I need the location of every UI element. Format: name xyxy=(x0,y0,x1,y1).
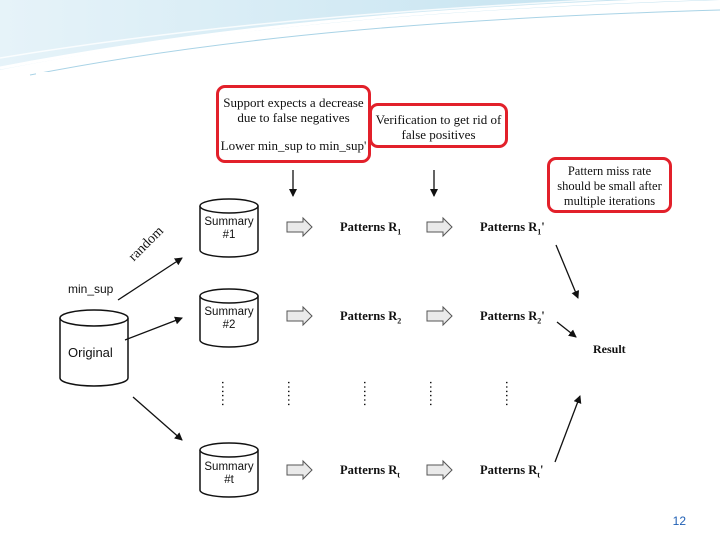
patterns-r2-sub: 2 xyxy=(397,316,402,326)
slide-number: 12 xyxy=(672,514,686,528)
min-sup-label: min_sup xyxy=(68,282,114,296)
arrow-original-to-summary-t xyxy=(132,396,183,441)
ellipsis-arrows-2: …… xyxy=(427,380,443,406)
summary-2-line-1: Summary xyxy=(204,306,254,318)
patterns-r1-label: Patterns R1 xyxy=(340,220,401,237)
verification-callout-line-2: false positives xyxy=(401,127,476,142)
patterns-r2-text: Patterns R xyxy=(340,309,398,323)
summary-cylinder-2 xyxy=(199,288,259,348)
patterns-r2-verified-label: Patterns R2' xyxy=(480,309,545,326)
original-cylinder xyxy=(59,309,129,387)
patterns-rt-sub: t xyxy=(397,470,400,480)
summary-1-label: Summary #1 xyxy=(200,216,258,242)
patterns-r2-label: Patterns R2 xyxy=(340,309,401,326)
patterns-r1-text: Patterns R xyxy=(340,220,398,234)
patterns-r1-sub: 1 xyxy=(397,227,402,237)
block-arrow-patterns2-to-verified xyxy=(426,305,453,327)
summary-cylinder-t xyxy=(199,442,259,498)
ellipsis-verified: …… xyxy=(503,380,519,406)
miss-rate-callout-line-1: Pattern miss rate xyxy=(567,164,652,178)
summary-t-label: Summary #t xyxy=(200,461,258,487)
summary-2-line-2: #2 xyxy=(222,319,236,331)
patterns-rt-verified-prime: ' xyxy=(539,463,544,477)
block-arrow-patterns1-to-verified xyxy=(426,216,453,238)
arrow-original-to-summary-1 xyxy=(117,257,183,301)
summary-1-line-1: Summary xyxy=(204,216,254,228)
summary-2-label: Summary #2 xyxy=(200,306,258,332)
support-callout-line-1: Support expects a decrease xyxy=(223,95,364,110)
verification-callout: Verification to get rid of false positiv… xyxy=(369,103,508,148)
ellipsis-summaries: …… xyxy=(219,380,235,406)
patterns-r1-verified-label: Patterns R1' xyxy=(480,220,545,237)
slide-content-frame xyxy=(36,72,720,538)
miss-rate-callout: Pattern miss rate should be small after … xyxy=(547,157,672,213)
patterns-rt-verified-text: Patterns R xyxy=(480,463,538,477)
support-callout-line-3: Lower min_sup to min_sup' xyxy=(220,138,367,153)
summary-1-line-2: #1 xyxy=(222,229,236,241)
block-arrow-summaryt-to-patterns xyxy=(286,459,313,481)
block-arrow-summary1-to-patterns xyxy=(286,216,313,238)
original-label: Original xyxy=(68,345,113,360)
arrow-r2-to-result xyxy=(556,321,577,338)
ellipsis-arrows-1: …… xyxy=(285,380,301,406)
miss-rate-callout-line-2: should be small after xyxy=(557,179,662,193)
patterns-r2-verified-text: Patterns R xyxy=(480,309,538,323)
ellipsis-patterns: …… xyxy=(361,380,377,406)
patterns-r2-verified-sub: 2 xyxy=(537,316,542,326)
verification-callout-line-1: Verification to get rid of xyxy=(375,112,502,127)
patterns-rt-verified-sub: t xyxy=(537,470,540,480)
result-label: Result xyxy=(593,342,626,356)
block-arrow-patternst-to-verified xyxy=(426,459,453,481)
patterns-r1-verified-text: Patterns R xyxy=(480,220,538,234)
miss-rate-callout-line-3: multiple iterations xyxy=(563,194,656,208)
patterns-rt-verified-label: Patterns Rt' xyxy=(480,463,543,480)
arrow-original-to-summary-2 xyxy=(124,316,183,341)
support-callout-line-2: due to false negatives xyxy=(237,110,350,125)
summary-t-line-2: #t xyxy=(224,474,234,486)
patterns-r2-verified-prime: ' xyxy=(541,309,545,323)
patterns-rt-text: Patterns R xyxy=(340,463,398,477)
arrow-rt-to-result xyxy=(554,395,582,463)
arrow-r1-to-result xyxy=(555,244,580,299)
summary-t-line-1: Summary xyxy=(204,461,254,473)
patterns-r1-verified-sub: 1 xyxy=(537,227,542,237)
summary-cylinder-1 xyxy=(199,198,259,258)
patterns-r1-verified-prime: ' xyxy=(541,220,545,234)
support-callout: Support expects a decrease due to false … xyxy=(216,85,371,163)
block-arrow-summary2-to-patterns xyxy=(286,305,313,327)
patterns-rt-label: Patterns Rt xyxy=(340,463,400,480)
